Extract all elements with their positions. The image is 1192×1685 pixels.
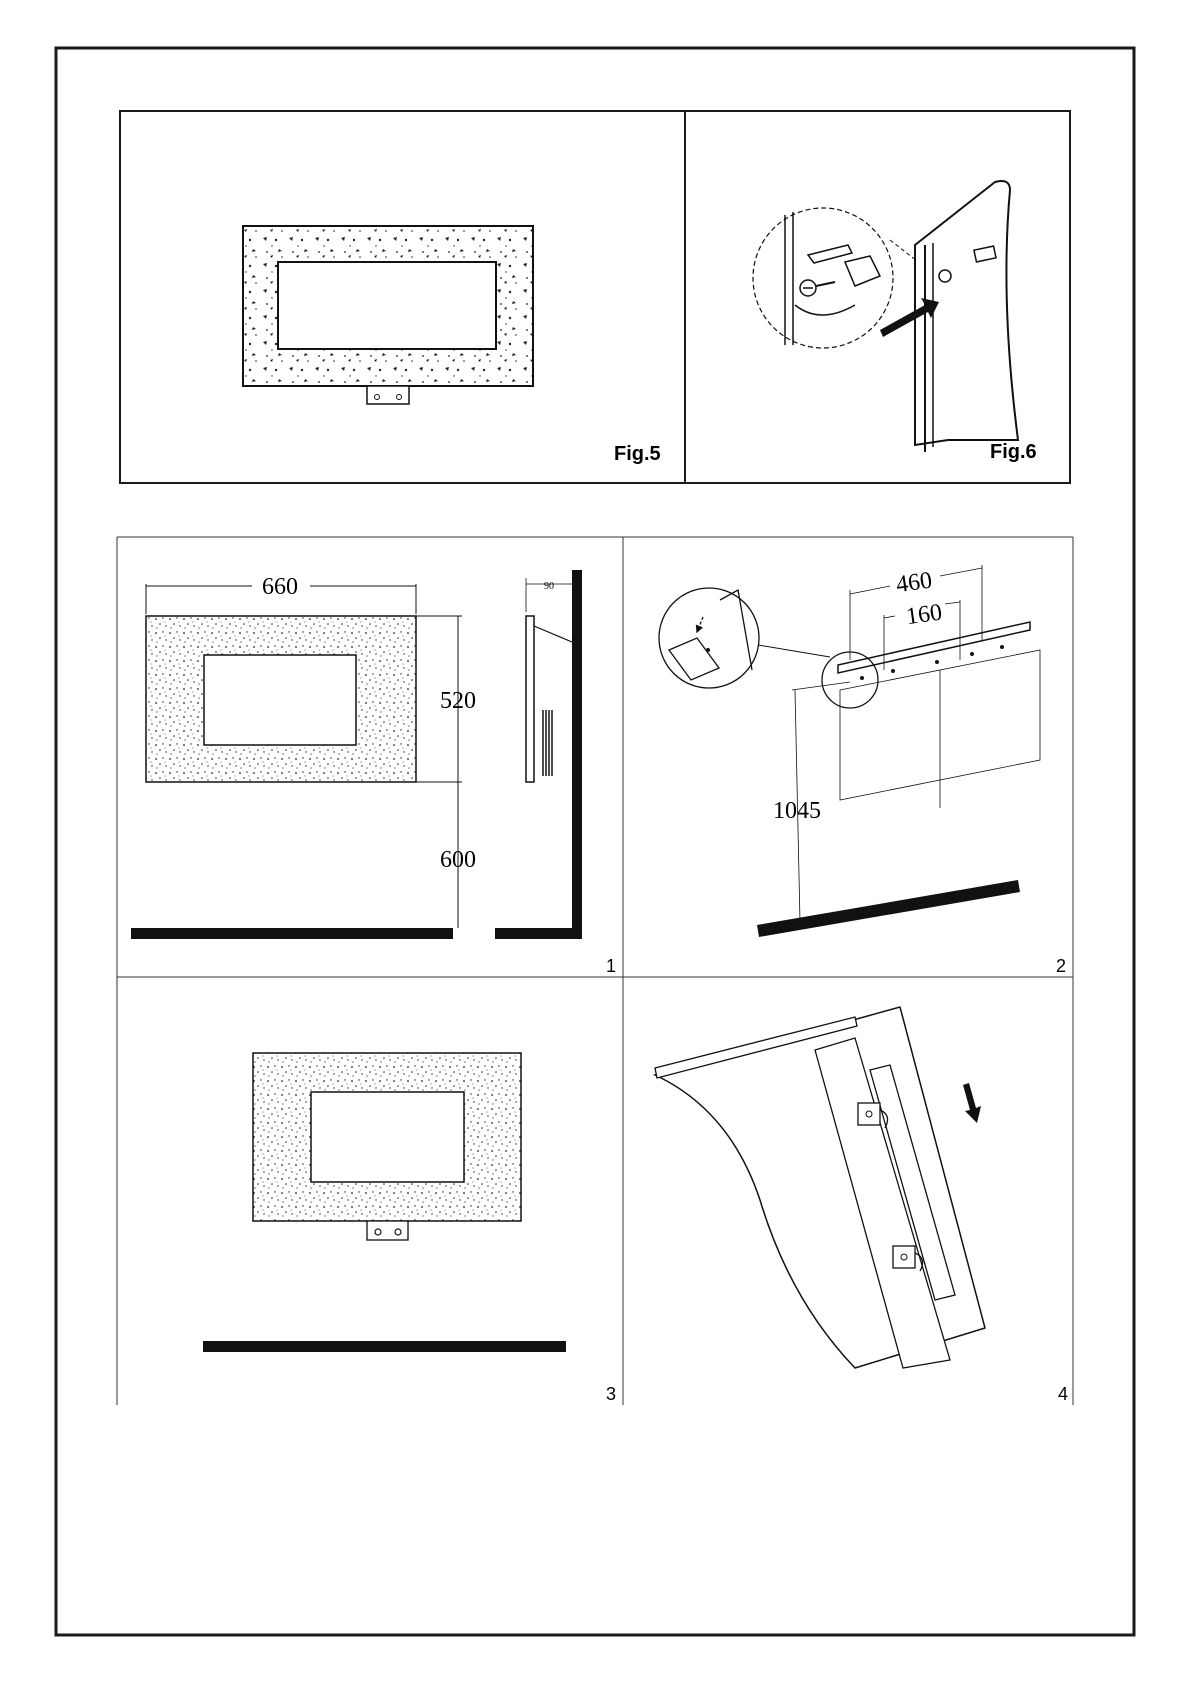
wall-line	[572, 570, 582, 939]
dim-outer-holes-460: 460	[894, 567, 933, 598]
fig6-detail-callout	[753, 208, 935, 348]
step3-bracket	[367, 1221, 408, 1240]
step3-hood-front	[203, 1053, 566, 1352]
step2-floor-line	[757, 880, 1020, 937]
dim-floor-600: 600	[440, 847, 476, 873]
fig5-bracket	[367, 386, 409, 404]
fig5-label: Fig.5	[614, 443, 661, 465]
step4-number: 4	[1058, 1384, 1068, 1404]
step3-floor-line	[203, 1341, 566, 1352]
fig5-hood-front	[243, 226, 533, 404]
step4-side-panel	[655, 1007, 985, 1368]
dim-inner-holes-160: 160	[904, 599, 943, 630]
dim-height-520: 520	[440, 688, 476, 714]
fig6-side-panel	[880, 181, 1018, 452]
dim-mount-height-1045: 1045	[773, 798, 821, 824]
dim-depth-90: 90	[544, 581, 554, 592]
step2-number: 2	[1056, 956, 1066, 976]
floor-line	[131, 928, 453, 939]
vent-grille-icon	[543, 710, 552, 776]
step2-wall-bracket	[822, 622, 1040, 808]
step1-front-view	[131, 616, 453, 939]
step1-number: 1	[606, 956, 616, 976]
step1-height-dimensions	[416, 616, 462, 928]
step3-number: 3	[606, 1384, 616, 1404]
fig6-label: Fig.6	[990, 441, 1037, 463]
step2-hole-dimensions	[792, 565, 982, 922]
step1-side-view	[495, 570, 582, 939]
down-arrow-icon	[963, 1083, 981, 1123]
step2-detail-callout	[659, 588, 830, 688]
dim-width-660: 660	[262, 574, 298, 600]
